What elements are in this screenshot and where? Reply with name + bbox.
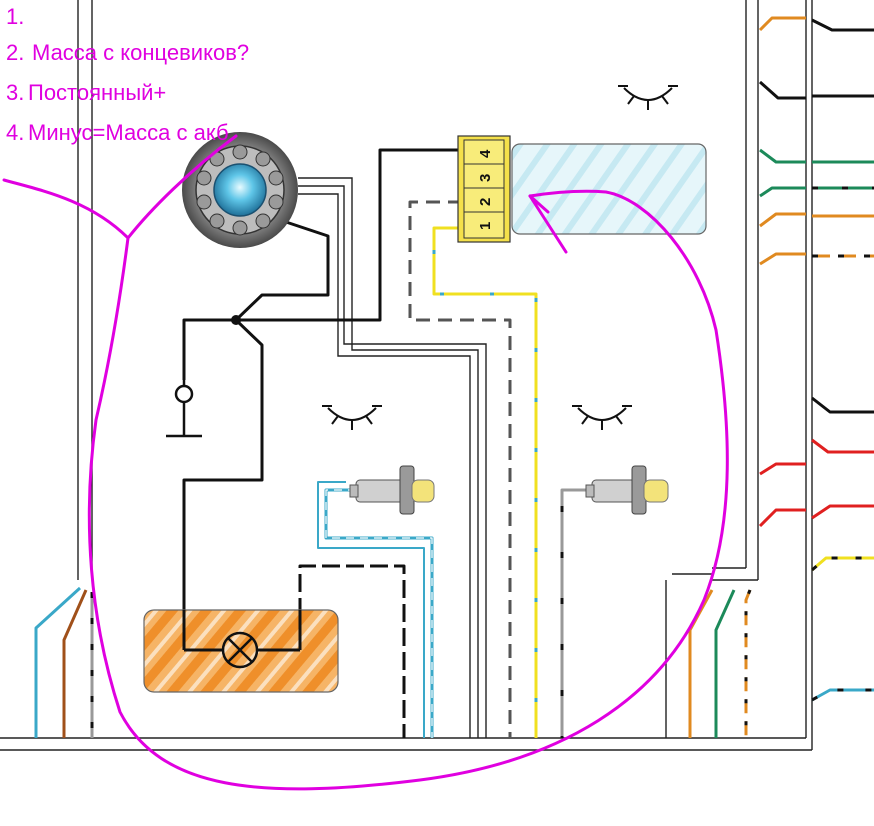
annotation-text: Масса с концевиков? xyxy=(32,40,249,65)
wire-yellow-right xyxy=(811,556,874,572)
wire-gray-door-right xyxy=(560,488,592,738)
wire-cyan-right xyxy=(811,688,874,702)
wire-black-right-1 xyxy=(811,18,874,32)
wires xyxy=(34,16,874,738)
wire-black-right-3 xyxy=(811,396,874,414)
wire-pin2 xyxy=(408,200,512,738)
dome-lamp-lens xyxy=(511,143,707,235)
annotation-text: Минус=Масса с акб xyxy=(28,120,229,145)
pen-stroke-loop xyxy=(87,189,729,791)
wire-yellow-pin1 xyxy=(432,226,538,738)
connector-pin-label: 3 xyxy=(477,174,494,182)
wire-red-right-3 xyxy=(758,508,806,528)
door-switch-icon xyxy=(349,465,435,515)
wire-cyan-left xyxy=(34,586,82,738)
wire-black-lamp-feed xyxy=(182,318,264,640)
annotation-number: 2. xyxy=(6,40,24,65)
connector-4-pin: 4 3 2 1 xyxy=(457,135,511,243)
wire-black-connector-4 xyxy=(236,148,462,322)
annotation-list: 1. 2. Масса с концевиков? 3. Постоянный+… xyxy=(6,4,249,145)
wire-orange-lower xyxy=(688,589,714,738)
wire-black-switch xyxy=(182,220,330,380)
wire-black-top xyxy=(759,80,806,100)
annotation-number: 3. xyxy=(6,80,24,105)
connector-pin-label: 1 xyxy=(477,222,494,230)
wire-orange-right-3 xyxy=(759,252,806,266)
light-symbol-icon xyxy=(572,405,632,430)
wire-brown-left xyxy=(62,589,88,738)
wire-green-right-3 xyxy=(759,186,806,198)
pen-stroke-arrowhead xyxy=(528,194,568,254)
junction-dot xyxy=(231,315,241,325)
wire-green-lower xyxy=(714,589,736,738)
dome-lamp-icon xyxy=(618,85,678,110)
annotation-number: 4. xyxy=(6,120,24,145)
wire-cyan-door-left xyxy=(324,488,434,738)
door-switch-icon xyxy=(585,465,669,515)
annotation-number: 1. xyxy=(6,4,24,29)
wire-orange-top xyxy=(758,16,806,32)
connector-pin-label: 4 xyxy=(477,149,494,158)
connector-pin-label: 2 xyxy=(477,198,494,206)
hand-drawn-markup xyxy=(2,134,729,791)
light-symbol-icon xyxy=(322,405,382,430)
wire-orange-right-1 xyxy=(759,212,806,228)
wire-green-right-1 xyxy=(759,148,806,164)
wire-red-right-2 xyxy=(759,462,806,476)
illuminated-switch-icon xyxy=(182,132,298,248)
lamp-symbol-icon xyxy=(221,631,259,669)
annotation-text: Постоянный+ xyxy=(28,80,166,105)
wire-red-right-1 xyxy=(811,438,874,454)
harness-frame xyxy=(0,0,813,751)
ground-symbol-icon xyxy=(166,380,202,438)
wire-black-lamp-right xyxy=(298,564,406,738)
wire-red-right-4 xyxy=(811,504,874,520)
